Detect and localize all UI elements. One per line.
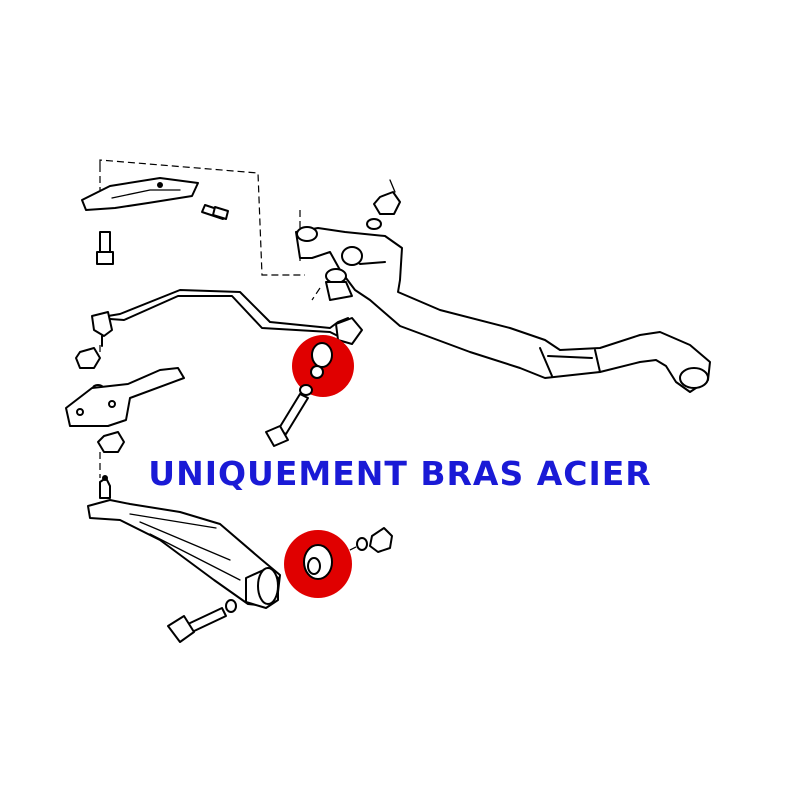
upper-arm-bushing-highlight: [292, 335, 354, 397]
mounting-bracket: [81, 177, 199, 265]
upper-control-arm: [295, 226, 711, 393]
lower-bolt-icon: [167, 599, 237, 643]
left-nut-icon: [75, 347, 104, 392]
idler-bracket: [65, 367, 185, 427]
bracket-bolt-icon: [201, 204, 229, 220]
caption-text: UNIQUEMENT BRAS ACIER: [148, 454, 652, 493]
lower-nut-icon: [97, 431, 125, 453]
lower-control-arm: [87, 475, 281, 609]
tie-rod: [91, 289, 363, 347]
upper-bolt-icon: [265, 384, 313, 447]
top-nut-icon: [366, 179, 401, 230]
arm-washer-icon: [325, 268, 353, 301]
lower-right-nut-icon: [356, 527, 393, 553]
lower-arm-bushing-highlight: [284, 530, 352, 598]
